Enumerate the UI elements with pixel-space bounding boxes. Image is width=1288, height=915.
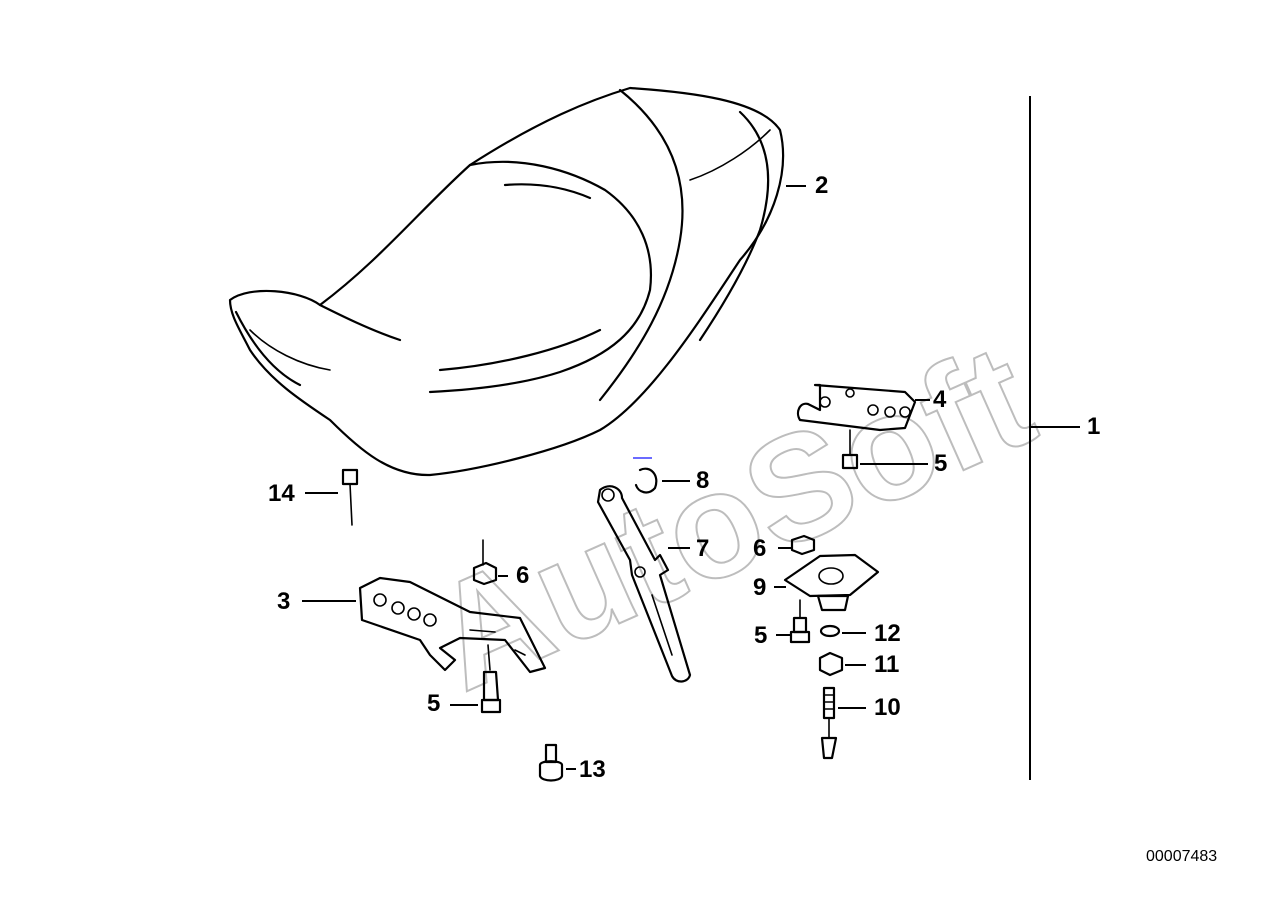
callout-5-lower: 5 [427,690,441,717]
seat-part [228,86,785,477]
plate-part-9 [783,553,880,612]
callout-12: 12 [874,620,901,647]
stud-part-10 [820,686,838,760]
callout-2: 2 [815,172,829,199]
lever-part-7 [596,485,692,683]
bolt-part-14 [341,468,359,526]
callout-8: 8 [696,467,710,494]
callout-5-right: 5 [754,622,768,649]
callout-3: 3 [277,588,291,615]
callout-13: 13 [579,756,606,783]
watermark: AutoSoft [408,311,1055,722]
callout-6-right: 6 [753,535,767,562]
callout-9: 9 [753,574,767,601]
screw-part-5-right [789,599,811,644]
bracket-part-4 [796,383,917,432]
nut-part-6-left [472,539,498,586]
callout-5-upper: 5 [934,450,948,477]
nut-part-6-right [790,534,816,556]
bracket-part-3 [358,576,547,674]
document-number: 00007483 [1146,848,1218,865]
callout-14: 14 [268,480,295,507]
screw-part-5-upper [841,429,859,470]
nut-part-11 [818,651,844,677]
washer-part-12 [819,624,841,638]
clip-part-8 [633,457,658,494]
callout-6-left: 6 [516,562,530,589]
screw-part-5-lower [480,644,502,714]
bolt-part-13 [538,743,564,782]
callout-11: 11 [874,651,900,678]
callout-7: 7 [696,535,710,562]
callout-10: 10 [874,694,901,721]
callout-4: 4 [933,386,947,413]
callout-1: 1 [1087,413,1101,440]
